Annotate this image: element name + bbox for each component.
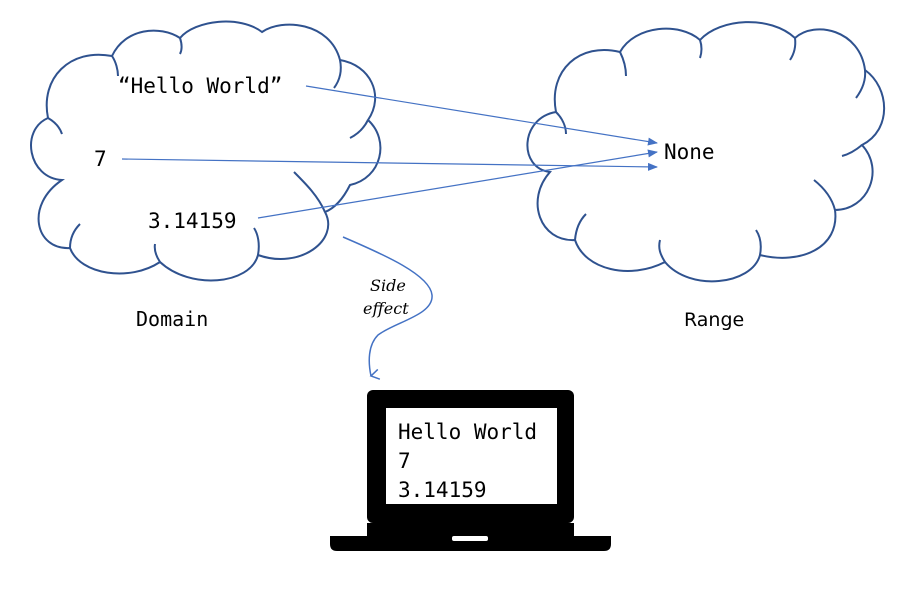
laptop-icon <box>330 390 611 551</box>
side-effect-label-line2: effect <box>363 299 409 318</box>
screen-line-seven: 7 <box>398 449 411 473</box>
arrow-seven-to-none <box>121 158 658 171</box>
side-effect-label-line1: Side <box>370 276 406 295</box>
domain-item-hello-world: “Hello World” <box>118 74 282 98</box>
range-cloud <box>526 21 885 283</box>
laptop-display <box>386 408 557 504</box>
side-effect-arrow <box>342 236 433 380</box>
range-cloud-outline <box>526 21 885 283</box>
domain-item-seven: 7 <box>94 147 107 171</box>
arrow-hello-to-none <box>305 85 658 146</box>
arrow-pi-to-none <box>257 149 658 219</box>
screen-line-pi: 3.14159 <box>398 478 487 502</box>
range-label: Range <box>684 309 744 331</box>
laptop-hinge <box>367 523 574 536</box>
domain-cloud <box>30 20 382 282</box>
domain-item-pi: 3.14159 <box>148 209 237 233</box>
laptop-base <box>330 536 611 551</box>
screen-line-hello-world: Hello World <box>398 420 537 444</box>
domain-label: Domain <box>136 307 208 331</box>
domain-cloud-outline <box>30 20 382 282</box>
range-item-none: None <box>664 140 715 164</box>
laptop-trackpad-notch <box>452 536 488 541</box>
